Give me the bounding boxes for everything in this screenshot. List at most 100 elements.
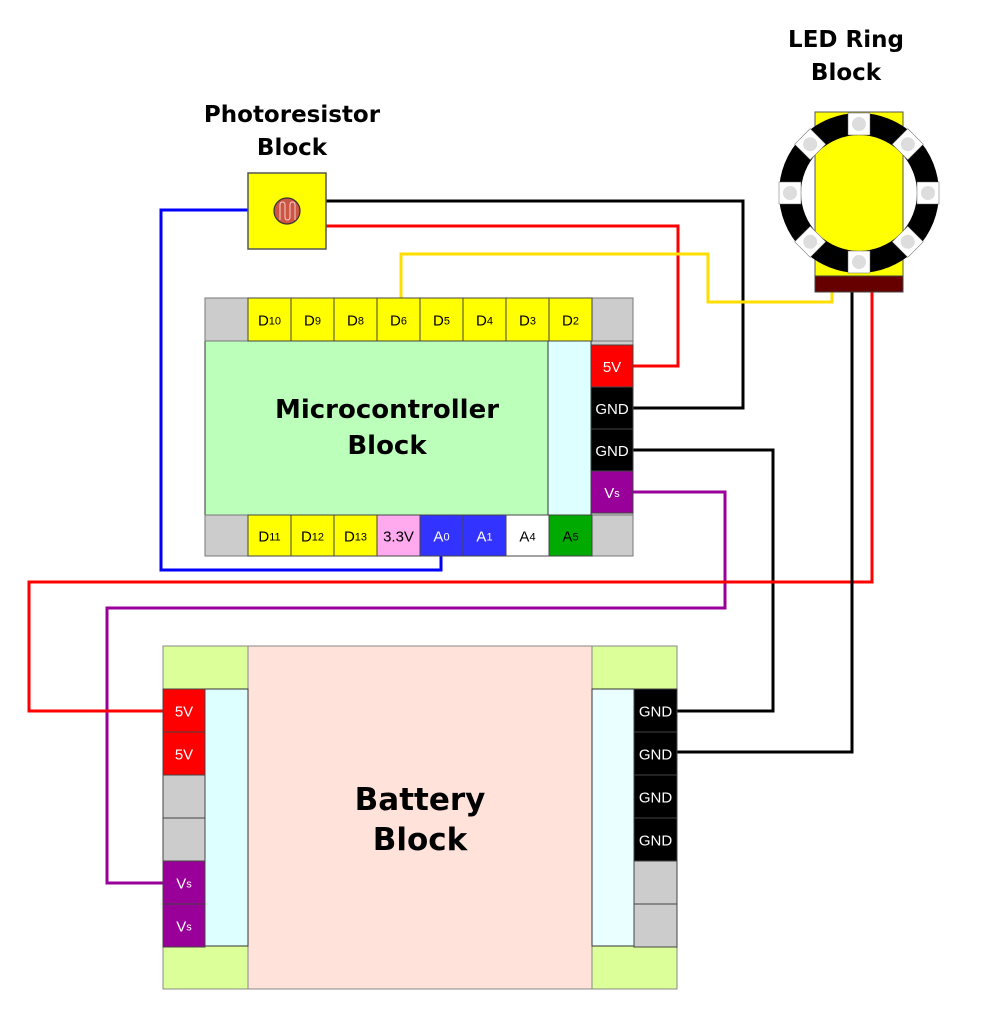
battery-pin-right-4-empty-pad[interactable]	[633, 860, 678, 905]
mcu-pin-right-0-5v-label: 5V	[603, 359, 621, 376]
mcu-pin-bottom-a1[interactable]: A1	[462, 514, 507, 557]
mcu-pin-bottom-d12-pad[interactable]	[290, 514, 335, 557]
battery-pin-right-0-gnd[interactable]: GND	[633, 688, 678, 733]
battery-pin-right-2-gnd[interactable]: GND	[633, 774, 678, 819]
mcu-pin-bottom-d13[interactable]: D13	[333, 514, 378, 557]
mcu-pin-top-d9[interactable]: D9	[290, 297, 335, 342]
mcu-pin-right-1-gnd-label: GND	[595, 401, 629, 418]
battery-pin-right-5-empty[interactable]	[633, 903, 678, 948]
led-ring-connector	[814, 275, 904, 293]
battery-pin-right-4-empty[interactable]	[633, 860, 678, 905]
battery-pin-right-5-empty-pad[interactable]	[633, 903, 678, 948]
battery-pin-left-0-5v[interactable]: 5V	[162, 688, 206, 733]
battery-pin-left-2-empty[interactable]	[162, 774, 206, 819]
mcu-pin-top-d10-pad[interactable]	[247, 297, 292, 342]
mcu-pin-bottom-d11-pad[interactable]	[247, 514, 292, 557]
mcu-pin-top-d8-pad[interactable]	[333, 297, 378, 342]
battery-title-line1: Battery	[355, 782, 486, 818]
battery-pin-left-3-empty[interactable]	[162, 817, 206, 862]
mcu-pin-right-1-gnd[interactable]: GND	[590, 386, 634, 430]
mcu-pin-right-2-gnd-label: GND	[595, 443, 629, 460]
mcu-pin-bottom-a1-label: A1	[476, 528, 492, 545]
battery-pin-right-2-gnd-pad[interactable]	[633, 774, 678, 819]
mcu-pin-top-d4-pad[interactable]	[462, 297, 507, 342]
mcu-pin-top-d2-label: D2	[562, 312, 579, 329]
mcu-pin-bottom-d11[interactable]: D11	[247, 514, 292, 557]
mcu-pin-bottom-a5[interactable]: A5	[548, 514, 593, 557]
battery-pin-left-4-vs-label: Vs	[176, 875, 192, 892]
mcu-pin-top-d3-label: D3	[519, 312, 536, 329]
mcu-right-pins: 5V GND GND Vs	[590, 344, 634, 514]
battery-pin-left-4-vs-pad[interactable]	[162, 860, 206, 905]
mcu-pin-bottom-a0-label: A0	[433, 528, 449, 545]
mcu-pin-top-d5[interactable]: D5	[419, 297, 464, 342]
mcu-pin-top-d3[interactable]: D3	[505, 297, 550, 342]
mcu-pin-bottom-d12[interactable]: D12	[290, 514, 335, 557]
battery-pin-left-1-5v[interactable]: 5V	[162, 731, 206, 776]
wire-led-power-to-battery-5v	[27, 290, 874, 713]
battery-pin-right-1-gnd-label: GND	[639, 746, 673, 763]
mcu-pin-bottom-a4[interactable]: A4	[505, 514, 550, 557]
wires	[27, 199, 874, 885]
photoresistor-title-line1: Photoresistor	[204, 102, 381, 128]
mcu-pin-bottom-a5-pad[interactable]	[548, 514, 593, 557]
battery-corner-bottom-left	[162, 945, 249, 990]
battery-pin-left-3-empty-pad[interactable]	[162, 817, 206, 862]
battery-pin-left-1-5v-pad[interactable]	[162, 731, 206, 776]
battery-pin-right-2-gnd-label: GND	[639, 789, 673, 806]
mcu-pin-right-2-gnd-pad[interactable]	[590, 428, 634, 472]
photoresistor-block[interactable]: Photoresistor Block	[204, 102, 381, 250]
mcu-pin-top-d3-pad[interactable]	[505, 297, 550, 342]
mcu-body	[204, 340, 549, 516]
mcu-pin-right-0-5v-pad[interactable]	[590, 344, 634, 388]
battery-pin-left-0-5v-pad[interactable]	[162, 688, 206, 733]
led-ring-title-line2: Block	[811, 60, 882, 86]
photoresistor-title-line2: Block	[257, 135, 328, 161]
battery-pin-left-5-vs-label: Vs	[176, 918, 192, 935]
battery-title-line2: Block	[373, 822, 469, 858]
led-pixel-4	[847, 250, 871, 274]
led-ring-block[interactable]: LED Ring Block	[778, 27, 940, 293]
mcu-pin-right-3-vs-pad[interactable]	[590, 470, 634, 514]
mcu-corner-bottom-left	[204, 514, 249, 557]
mcu-pin-top-d2-pad[interactable]	[548, 297, 593, 342]
battery-pin-right-3-gnd[interactable]: GND	[633, 817, 678, 862]
battery-corner-top-right	[591, 645, 678, 690]
battery-pin-right-1-gnd[interactable]: GND	[633, 731, 678, 776]
mcu-pin-bottom-d13-label: D13	[344, 528, 367, 545]
mcu-pin-bottom-33v[interactable]: 3.3V	[376, 514, 421, 557]
mcu-pin-right-3-vs[interactable]: Vs	[590, 470, 634, 514]
battery-body	[247, 645, 593, 990]
battery-pin-left-5-vs-pad[interactable]	[162, 903, 206, 948]
mcu-pin-top-d4[interactable]: D4	[462, 297, 507, 342]
mcu-pin-top-d9-pad[interactable]	[290, 297, 335, 342]
battery-pin-left-4-vs[interactable]: Vs	[162, 860, 206, 905]
mcu-pin-bottom-a0[interactable]: A0	[419, 514, 464, 557]
mcu-pin-right-2-gnd[interactable]: GND	[590, 428, 634, 472]
mcu-pin-bottom-33v-pad[interactable]	[376, 514, 421, 557]
mcu-pin-right-0-5v[interactable]: 5V	[590, 344, 634, 388]
battery-pin-right-3-gnd-pad[interactable]	[633, 817, 678, 862]
mcu-pin-top-d2[interactable]: D2	[548, 297, 593, 342]
mcu-pin-right-3-vs-label: Vs	[604, 485, 620, 502]
mcu-pin-top-d6-label: D6	[390, 312, 407, 329]
mcu-corner-top-left	[204, 297, 249, 342]
led-pixel-1	[891, 128, 924, 161]
mcu-pin-bottom-33v-label: 3.3V	[383, 528, 414, 545]
led-ring-title-line1: LED Ring	[788, 27, 904, 53]
battery-pin-left-5-vs[interactable]: Vs	[162, 903, 206, 948]
led-ring	[778, 112, 940, 274]
mcu-pin-bottom-a0-pad[interactable]	[419, 514, 464, 557]
battery-pin-right-0-gnd-pad[interactable]	[633, 688, 678, 733]
mcu-pin-top-d8[interactable]: D8	[333, 297, 378, 342]
mcu-pin-top-d6[interactable]: D6	[376, 297, 421, 342]
battery-pin-right-1-gnd-pad[interactable]	[633, 731, 678, 776]
led-pixel-7	[794, 128, 827, 161]
mcu-pin-top-d10[interactable]: D10	[247, 297, 292, 342]
battery-pin-left-2-empty-pad[interactable]	[162, 774, 206, 819]
